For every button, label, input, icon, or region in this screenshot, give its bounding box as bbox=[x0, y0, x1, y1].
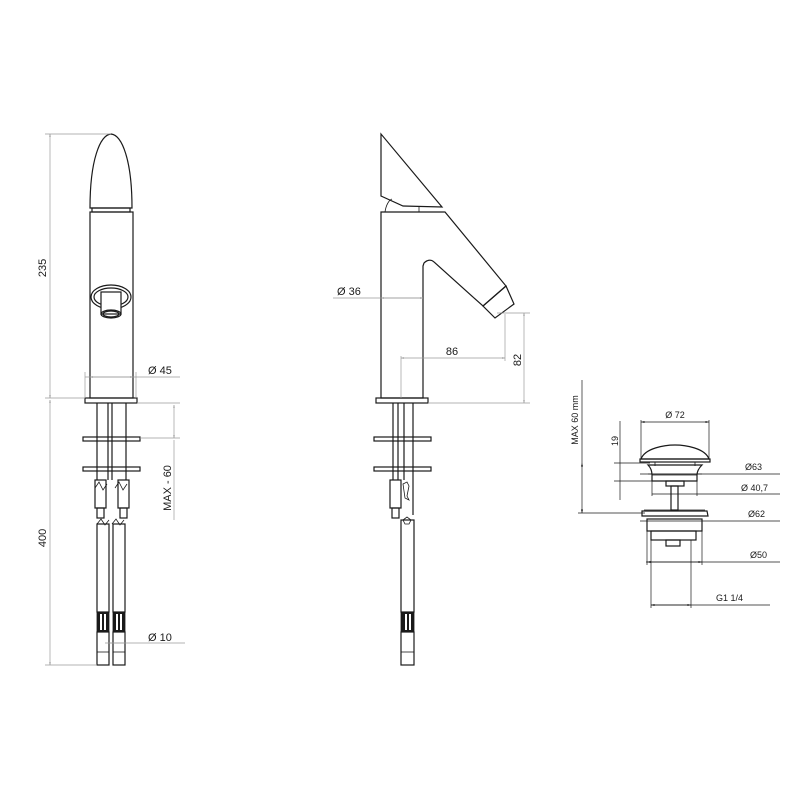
mounting-washer-2 bbox=[82, 466, 141, 472]
drain-view: Ø 72 19 MAX 60 mm Ø63 Ø 40,7 Ø62 Ø50 bbox=[570, 380, 780, 608]
hose-connector-right bbox=[117, 479, 130, 509]
mounting-washer-side-1 bbox=[373, 436, 432, 442]
drain-base-flange bbox=[641, 510, 709, 517]
aerator-side bbox=[482, 285, 515, 319]
dim-max-height: MAX 60 mm bbox=[570, 395, 580, 445]
side-view: Ø 36 86 82 bbox=[333, 132, 530, 666]
aerator-tube bbox=[100, 291, 122, 315]
mounting-washer-1 bbox=[82, 436, 141, 442]
dim-spout-reach: 86 bbox=[446, 346, 458, 358]
faucet-body-side bbox=[380, 211, 507, 399]
dim-spout-height: 82 bbox=[512, 354, 524, 366]
base-plate bbox=[84, 397, 138, 404]
dim-side-body-diameter: Ø 36 bbox=[337, 286, 361, 298]
hose-crimp-side bbox=[400, 611, 415, 633]
hose-lower-left bbox=[96, 523, 110, 613]
dim-stem-diameter: Ø 40,7 bbox=[741, 483, 768, 493]
dim-max-deck: MAX - 60 bbox=[162, 465, 174, 511]
hose-end-right bbox=[112, 631, 126, 666]
handle-shape bbox=[89, 133, 133, 209]
dim-cap-height: 19 bbox=[610, 436, 620, 446]
mounting-washer-side-2 bbox=[373, 466, 432, 472]
dim-hose-diameter: Ø 10 bbox=[148, 632, 172, 644]
drain-stem bbox=[670, 485, 679, 511]
drain-flange bbox=[646, 464, 704, 482]
hose-crimp-right bbox=[112, 611, 126, 633]
dim-base-flange-diameter: Ø62 bbox=[748, 509, 765, 519]
dim-height-hoses: 400 bbox=[37, 529, 49, 547]
aerator-outlet bbox=[100, 309, 122, 319]
dim-flange-diameter: Ø63 bbox=[745, 462, 762, 472]
hose-end-side bbox=[400, 631, 415, 666]
hose-crimp-left bbox=[96, 611, 110, 633]
hose-side bbox=[400, 519, 415, 613]
dim-body-diameter: Ø 45 bbox=[148, 365, 172, 377]
lever-handle bbox=[380, 132, 444, 208]
dim-body-diameter-drain: Ø50 bbox=[750, 550, 767, 560]
front-view: 235 400 Ø 45 MAX - 60 Ø 10 bbox=[37, 133, 185, 666]
dim-thread: G1 1/4 bbox=[716, 593, 743, 603]
base-plate-side bbox=[375, 397, 429, 404]
hose-end-left bbox=[96, 631, 110, 666]
hose-lower-right bbox=[112, 523, 126, 613]
dim-cap-diameter: Ø 72 bbox=[665, 410, 685, 420]
connector-side bbox=[389, 479, 402, 509]
drain-cap bbox=[640, 444, 710, 460]
dim-height-body: 235 bbox=[37, 259, 49, 277]
aerator-outlet-inner bbox=[102, 310, 120, 318]
